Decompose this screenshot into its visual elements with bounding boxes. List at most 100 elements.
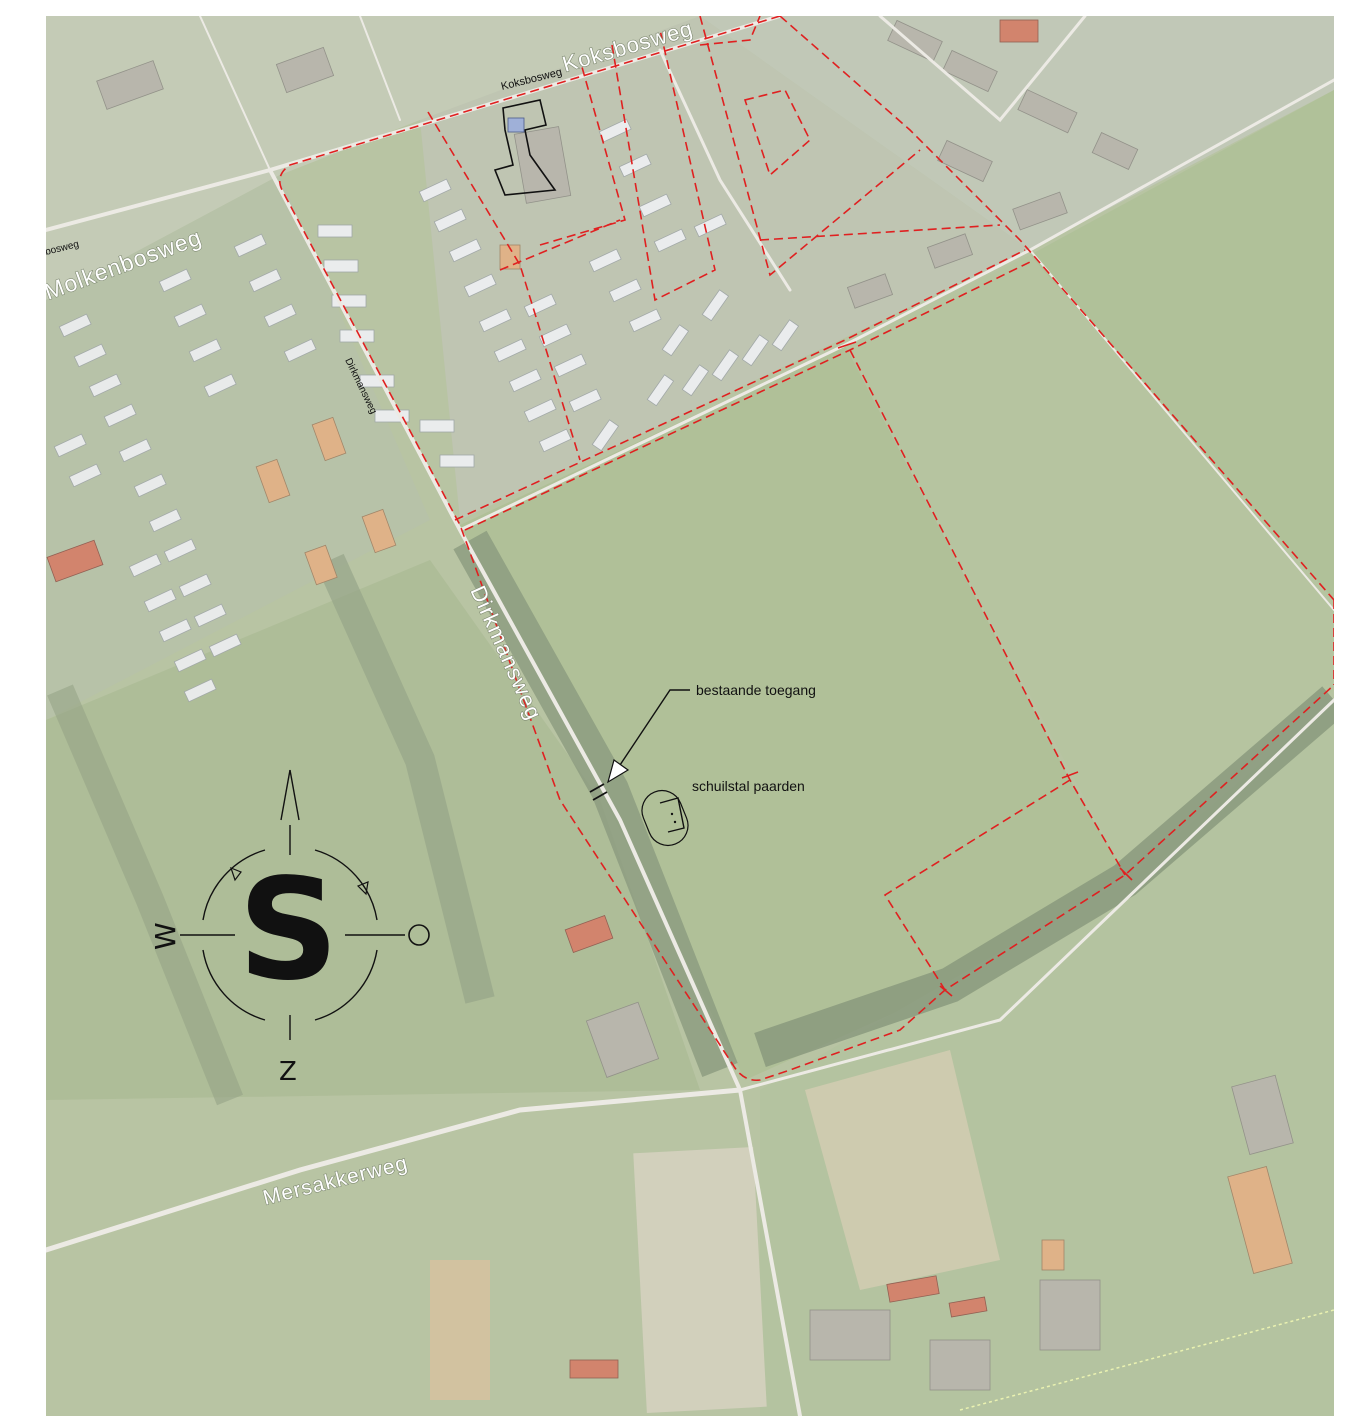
caravan [478,308,512,333]
caravan [103,403,137,428]
buildings-red [46,19,1039,1379]
path-north-2 [359,16,401,121]
caravan [638,193,672,218]
toegang-arrowhead [607,759,630,784]
house [1017,89,1078,134]
house [937,139,993,183]
caravan [419,419,455,433]
compass-arc-nw [202,849,266,921]
caravan [538,323,572,348]
caravan [523,293,557,318]
house [926,233,974,269]
field-east [845,255,1334,875]
tree-belt-west [316,553,495,1004]
caravan [711,349,740,382]
parcel-tick [1119,867,1133,881]
farm-building [1227,1166,1293,1274]
parcel-tick [837,341,857,349]
house [311,416,347,462]
caravan [681,364,710,397]
caravan [463,273,497,298]
caravan [317,224,353,238]
caravan [178,573,212,598]
field-far-east [1030,90,1334,600]
caravan [628,308,662,333]
label-bestaande-toegang: bestaande toegang [696,682,816,698]
sand-paddock-2 [805,1050,1000,1290]
compass-arrow [289,769,300,821]
schuilstal-outline [641,789,689,847]
caravan [433,208,467,233]
road-north-field [458,78,1334,532]
road-residential [878,16,1087,123]
house [1091,132,1139,170]
barn [1231,1074,1294,1155]
caravan [183,678,217,703]
caravan [53,433,87,458]
caravan [568,388,602,413]
caravan [283,338,317,363]
caravan [128,553,162,578]
compass-arc-se [314,949,378,1021]
compass-west-label: W [149,922,182,950]
caravan [608,278,642,303]
caravan [418,178,452,203]
caravan [523,398,557,423]
farm-building [809,1309,891,1361]
caravan [553,353,587,378]
house [1041,1239,1065,1271]
compass-arc-sw [202,949,266,1021]
farmhouse [585,1001,660,1078]
caravan [158,268,192,293]
access-tick [589,783,605,793]
caravan [203,373,237,398]
caravan [248,268,282,293]
caravan [646,374,675,407]
residential-area-ne [700,16,1334,250]
compass-arc-arrow-nw [230,866,242,882]
caravan [508,368,542,393]
parcel-campsite-5 [699,16,921,277]
fade-overlay [46,16,1334,1416]
caravan [58,313,92,338]
compass-arrow [280,769,291,821]
campsite-area-west [46,175,430,720]
road-mersakkerweg [46,1087,743,1253]
house [96,60,164,110]
road-koksbosweg-molkenbosweg [46,16,782,232]
field-main [460,345,1125,1080]
schuilstal-building [659,797,685,833]
parcel-campsite-4 [611,29,716,302]
house [1012,191,1068,231]
house [361,508,397,554]
caravan [591,419,620,452]
aerial-map: Koksbosweg Koksbosweg Molkenbosweg boswe… [46,16,1334,1416]
access-tick [592,791,608,801]
house [999,19,1039,43]
blue-roof-building [507,117,525,133]
house [942,49,998,93]
caravan [193,603,227,628]
house [564,915,614,953]
schuilstal-marker [673,820,677,824]
caravan [741,334,770,367]
caravan [173,648,207,673]
caravan [73,343,107,368]
parcel-tick [939,985,953,997]
caravan [653,228,687,253]
parcel-outer-west-south [279,16,1334,1082]
compass-arc-arrow-ne [356,881,369,896]
roads [46,16,1334,1416]
caravan [618,153,652,178]
farm-building [929,1339,991,1391]
parcel-campsite-3 [539,59,626,246]
parcel-corner-south [883,779,1071,991]
tree-belt-south [754,686,1334,1068]
house [46,539,104,583]
caravan [68,463,102,488]
sand-paddock-3 [430,1260,490,1400]
house [887,19,943,63]
path-north [199,16,271,171]
road-east [738,698,1334,1092]
caravan [173,303,207,328]
